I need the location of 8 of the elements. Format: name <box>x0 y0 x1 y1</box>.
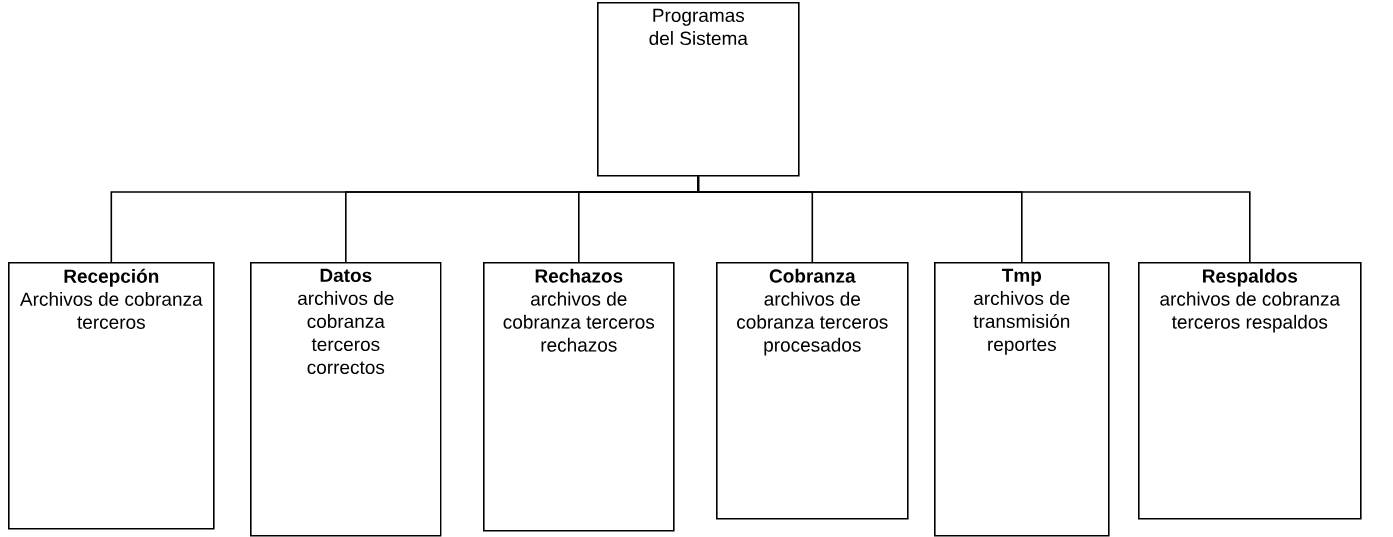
folder-box: Recepción Archivos de cobranza terceros <box>8 262 215 530</box>
connector-line <box>697 175 1251 263</box>
folder-box: Datos archivos de cobranza terceros correctos <box>250 262 442 537</box>
folder-box: Cobranza archivos de cobranza terceros procesados <box>716 262 909 520</box>
folder-box: Rechazos archivos de cobranza terceros rechazos <box>483 262 675 532</box>
folder-box: Tmp archivos de transmisión reportes <box>934 262 1110 537</box>
folder-box: Respaldos archivos de cobranza terceros respaldos <box>1138 262 1362 520</box>
root-box: Programas del Sistema <box>597 2 800 177</box>
